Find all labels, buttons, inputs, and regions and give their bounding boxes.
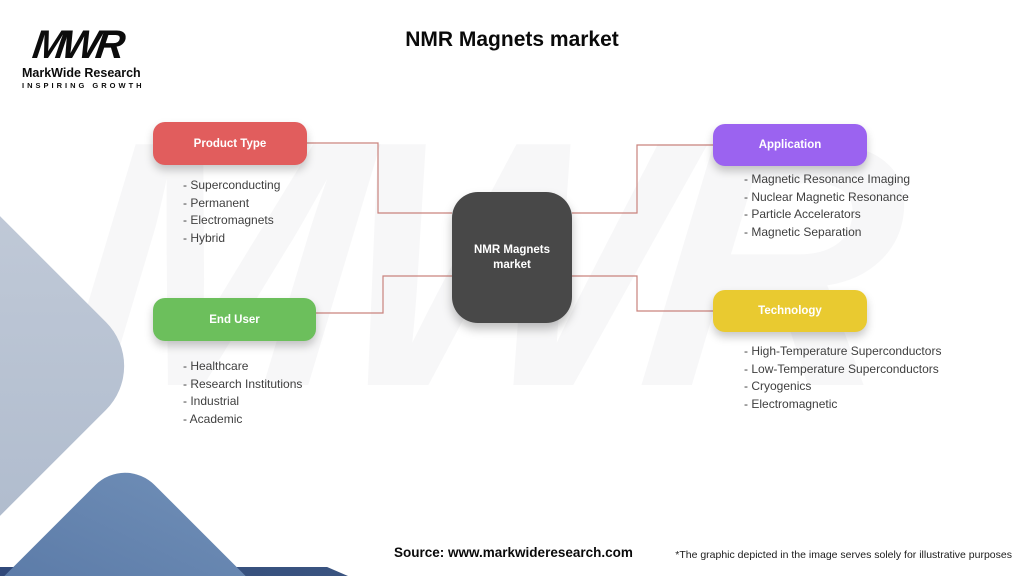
end-user-items: HealthcareResearch InstitutionsIndustria… <box>183 358 303 429</box>
list-item: Academic <box>183 411 302 429</box>
list-item: Industrial <box>183 393 302 411</box>
list-item: Research Institutions <box>183 376 302 394</box>
list-item: High-Temperature Superconductors <box>744 343 941 361</box>
node-application: Application <box>713 124 867 166</box>
product-type-items: SuperconductingPermanentElectromagnetsHy… <box>183 177 280 247</box>
source-label: Source: <box>394 545 445 560</box>
connector-technology <box>572 275 713 312</box>
center-node: NMR Magnets market <box>452 192 572 323</box>
list-item: Particle Accelerators <box>744 206 910 224</box>
node-product-type: Product Type <box>153 122 307 165</box>
node-technology: Technology <box>713 290 867 332</box>
list-item: Electromagnets <box>183 212 280 230</box>
logo: MWR MarkWide Research INSPIRING GROWTH <box>22 23 145 90</box>
technology-items: High-Temperature SuperconductorsLow-Temp… <box>744 343 941 413</box>
list-item: Cryogenics <box>744 378 941 396</box>
list-item: Electromagnetic <box>744 396 941 414</box>
page-title: NMR Magnets market <box>405 28 619 51</box>
source-url: www.markwideresearch.com <box>448 545 633 560</box>
list-item: Healthcare <box>183 358 302 376</box>
list-item: Magnetic Resonance Imaging <box>744 171 910 189</box>
connector-application <box>572 144 713 214</box>
connector-product-type <box>307 142 452 214</box>
source-line: Source: www.markwideresearch.com <box>394 545 633 560</box>
logo-tagline: INSPIRING GROWTH <box>22 81 145 90</box>
list-item: Low-Temperature Superconductors <box>744 361 941 379</box>
connector-end-user <box>316 275 452 314</box>
application-items: Magnetic Resonance ImagingNuclear Magnet… <box>744 171 910 241</box>
list-item: Nuclear Magnetic Resonance <box>744 189 910 207</box>
disclaimer-note: *The graphic depicted in the image serve… <box>675 549 1012 561</box>
list-item: Magnetic Separation <box>744 224 910 242</box>
list-item: Superconducting <box>183 177 280 195</box>
logo-name: MarkWide Research <box>22 66 141 80</box>
list-item: Hybrid <box>183 230 280 248</box>
node-end-user: End User <box>153 298 316 341</box>
list-item: Permanent <box>183 195 280 213</box>
